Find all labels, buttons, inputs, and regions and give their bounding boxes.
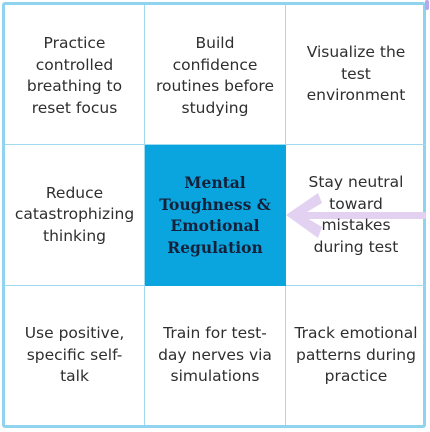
cell-confidence-routines-text: Build confidence routines before studyin…	[156, 34, 274, 117]
nine-cell-grid: Practice controlled breathing to reset f…	[2, 2, 426, 428]
center-theme-text: Mental Toughness & Emotional Regulation	[159, 173, 271, 257]
cell-self-talk: Use positive, specific self-talk	[5, 286, 145, 425]
cell-catastrophizing: Reduce catastrophizing thinking	[5, 145, 145, 286]
edge-accent	[425, 0, 429, 10]
cell-catastrophizing-text: Reduce catastrophizing thinking	[14, 183, 135, 245]
cell-emotional-patterns: Track emotional patterns during practice	[286, 286, 426, 425]
cell-self-talk-text: Use positive, specific self-talk	[24, 324, 125, 386]
cell-simulations: Train for test-day nerves via simulation…	[145, 286, 286, 425]
cell-confidence-routines: Build confidence routines before studyin…	[145, 5, 286, 145]
cell-visualize: Visualize the test environment	[286, 5, 426, 145]
cell-emotional-patterns-text: Track emotional patterns during practice	[294, 324, 418, 386]
cell-neutral-mistakes-text: Stay neutral toward mistakes during test	[308, 173, 404, 256]
cell-neutral-mistakes: Stay neutral toward mistakes during test	[286, 145, 426, 286]
cell-breathing: Practice controlled breathing to reset f…	[5, 5, 145, 145]
center-theme: Mental Toughness & Emotional Regulation	[145, 145, 286, 286]
cell-visualize-text: Visualize the test environment	[306, 43, 406, 105]
cell-simulations-text: Train for test-day nerves via simulation…	[158, 324, 272, 386]
cell-breathing-text: Practice controlled breathing to reset f…	[26, 34, 123, 117]
